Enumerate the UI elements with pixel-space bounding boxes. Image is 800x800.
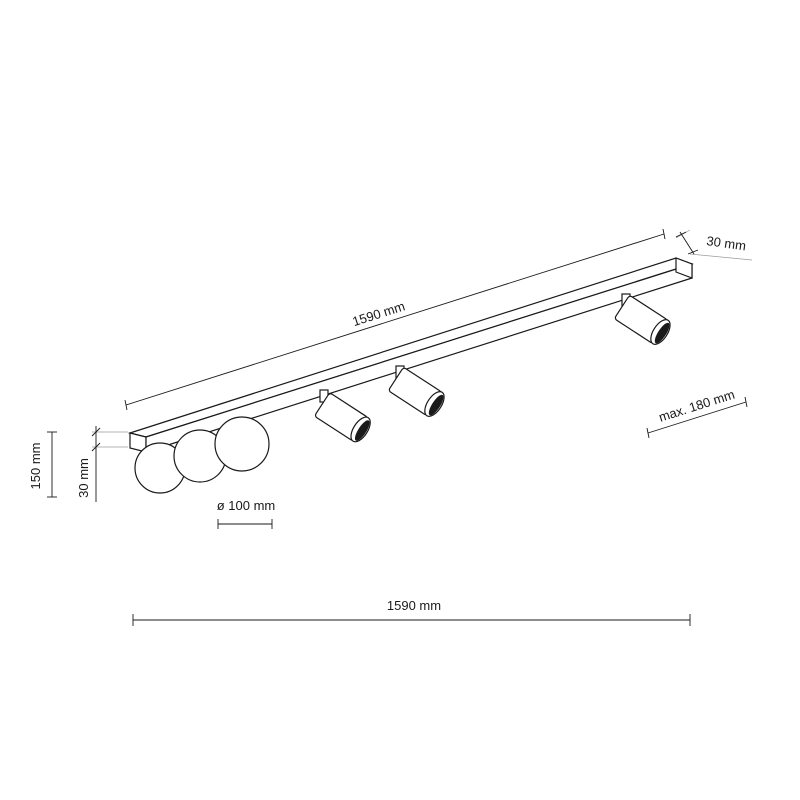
globe-lamps bbox=[134, 416, 270, 494]
spotlight-2 bbox=[388, 365, 445, 417]
globe-diameter-label: ø 100 mm bbox=[217, 498, 276, 513]
globe-diameter-dimension: ø 100 mm bbox=[217, 498, 276, 529]
rail-length-label-bottom: 1590 mm bbox=[387, 598, 441, 613]
rail-height-label: 30 mm bbox=[76, 458, 91, 498]
spotlight-1 bbox=[314, 389, 371, 443]
spotlight-3 bbox=[614, 293, 671, 345]
max-projection-dimension: max. 180 mm bbox=[646, 387, 748, 439]
rail-width-dimension: 30 mm bbox=[675, 229, 753, 261]
rail-width-label: 30 mm bbox=[706, 233, 747, 253]
rail-height-dimension: 30 mm bbox=[76, 426, 128, 502]
rail-length-dimension-bottom: 1590 mm bbox=[132, 598, 691, 626]
globe-3 bbox=[214, 416, 270, 472]
max-projection-label: max. 180 mm bbox=[657, 387, 737, 425]
total-height-label: 150 mm bbox=[28, 443, 43, 490]
ceiling-rail bbox=[127, 257, 694, 453]
total-height-dimension: 150 mm bbox=[28, 431, 57, 498]
